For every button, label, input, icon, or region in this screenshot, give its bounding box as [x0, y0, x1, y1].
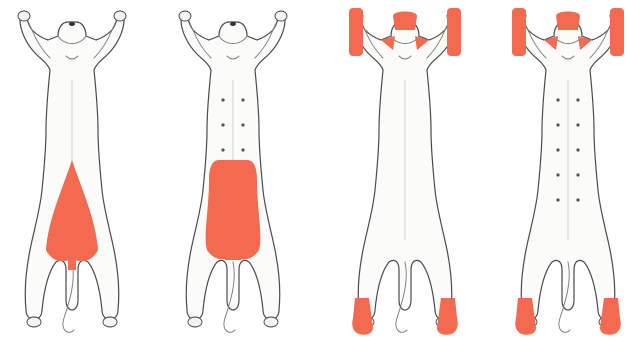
figure-4 — [512, 8, 624, 335]
nipple — [576, 198, 579, 201]
right-forepaw — [275, 11, 287, 21]
highlight-left-forepaw — [349, 8, 363, 56]
nipple — [241, 98, 244, 101]
nipple — [576, 173, 579, 176]
highlight-head — [556, 12, 580, 31]
figure-2 — [179, 11, 287, 332]
figure-1 — [18, 11, 126, 332]
nipple — [556, 123, 559, 126]
nipple — [576, 148, 579, 151]
highlight-left-forepaw — [512, 8, 526, 56]
nipple — [241, 148, 244, 151]
nose — [230, 22, 236, 26]
highlight-right-forepaw — [447, 8, 461, 56]
highlight-head — [393, 12, 417, 31]
figure-3 — [349, 8, 461, 335]
left-hindpaw — [27, 317, 41, 327]
highlight-ventral-abdomen — [206, 160, 261, 259]
left-forepaw — [18, 11, 30, 21]
left-hindpaw — [188, 317, 202, 327]
nose — [69, 22, 75, 26]
right-forepaw — [114, 11, 126, 21]
nipple — [556, 148, 559, 151]
nipple — [241, 123, 244, 126]
highlight-right-forepaw — [610, 8, 624, 56]
nipple — [576, 123, 579, 126]
highlight-genital — [225, 248, 241, 260]
nipple — [576, 98, 579, 101]
nipple — [556, 98, 559, 101]
nipple — [221, 98, 224, 101]
nipple — [221, 123, 224, 126]
nipple — [556, 173, 559, 176]
left-forepaw — [179, 11, 191, 21]
highlight-genital — [68, 250, 76, 270]
right-hindpaw — [103, 317, 117, 327]
right-hindpaw — [264, 317, 278, 327]
nipple — [556, 198, 559, 201]
nipple — [221, 148, 224, 151]
